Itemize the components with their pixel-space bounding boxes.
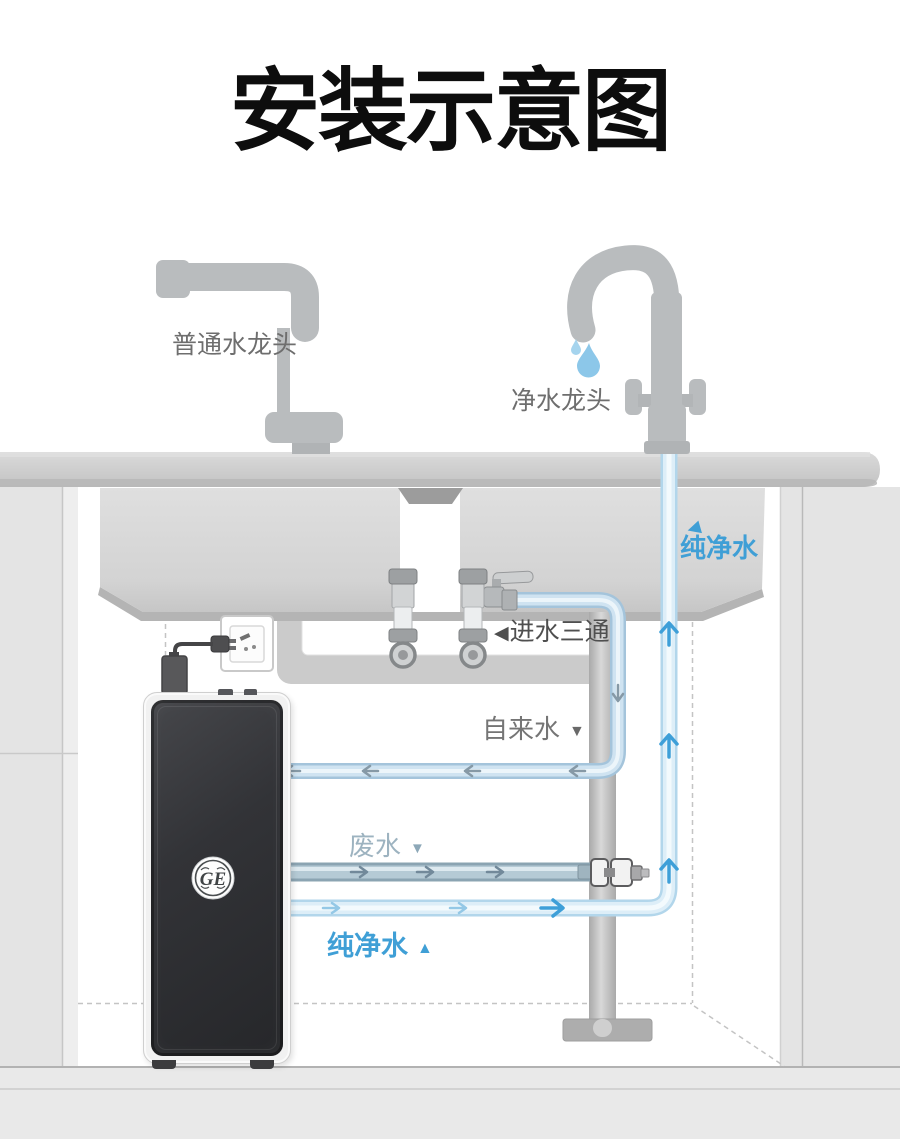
triangle-down-icon: ▼ (410, 840, 425, 857)
triangle-left-icon: ◀ (494, 623, 509, 644)
pure-water-flow-arrows (321, 621, 679, 918)
countertop (0, 452, 880, 487)
label-tap-water: 自来水▼ (482, 714, 585, 744)
purified-water-faucet (567, 245, 706, 454)
water-purifier-unit: GE (143, 689, 291, 1069)
power-plug (173, 635, 236, 658)
supply-valve-right-with-tee (458, 568, 534, 669)
power-outlet (220, 615, 274, 672)
label-ordinary-faucet: 普通水龙头 (172, 331, 298, 359)
label-inlet-tee: ◀进水三通 (494, 618, 610, 646)
purifier-top-fitting (218, 689, 233, 695)
ge-brand-logo: GE (191, 856, 235, 900)
pure-water-pipe (286, 450, 678, 917)
waste-water-pipe (286, 862, 592, 882)
label-waste-water: 废水▼ (349, 831, 425, 861)
under-sink-shadow-panel (277, 608, 605, 684)
ordinary-faucet (156, 260, 343, 454)
waste-water-flow-arrows (349, 865, 505, 879)
page-title: 安装示意图 (230, 62, 672, 162)
supply-valve-left (388, 568, 418, 669)
water-drops-icon (571, 339, 600, 378)
label-purified-faucet: 净水龙头 (511, 387, 612, 415)
power-adapter (161, 652, 188, 695)
label-pure-water: 纯净水▲ (327, 931, 433, 961)
label-pure-water-outlet: ◀纯净水 (680, 511, 758, 561)
triangle-down-icon: ▼ (569, 723, 585, 740)
cabinet-left-wall (0, 487, 78, 1068)
tap-water-flow-arrows (283, 683, 625, 778)
purifier-top-fitting (244, 689, 257, 695)
floor (0, 1066, 900, 1139)
drain-saddle-clamp (577, 858, 650, 887)
ge-logo-letters: GE (200, 869, 226, 890)
purifier-foot (250, 1060, 274, 1069)
purifier-foot (152, 1060, 176, 1069)
cabinet-right-wall (779, 487, 900, 1068)
triangle-up-icon: ▲ (417, 940, 433, 957)
